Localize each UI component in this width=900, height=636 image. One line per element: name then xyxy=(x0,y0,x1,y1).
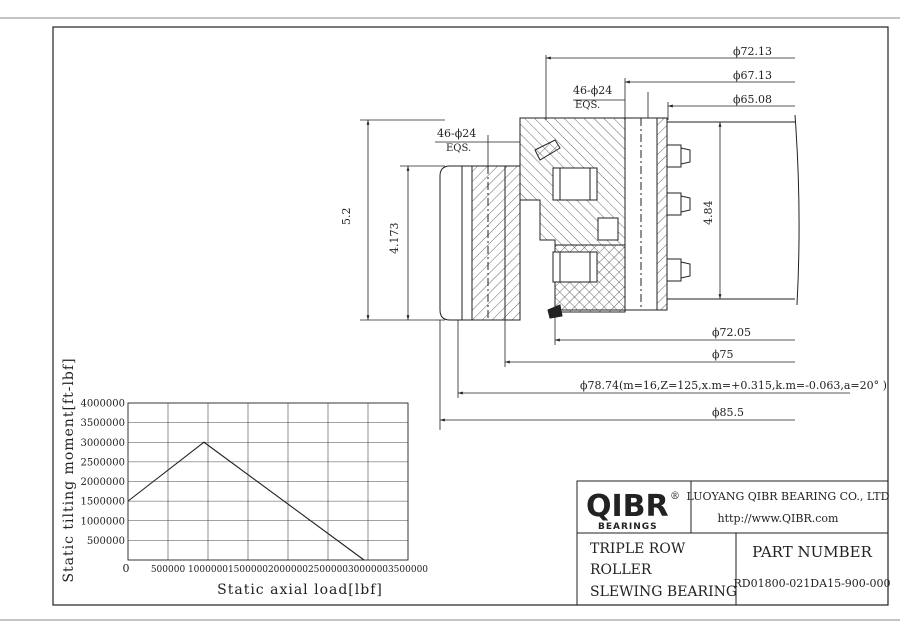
chart-x-tick-label-2: 1000000 xyxy=(188,565,228,575)
gear-spec: ϕ78.74(m=16,Z=125,x.m=+0.315,k.m=-0.063,… xyxy=(580,379,887,392)
part-number: RD01800-021DA15-900-000 xyxy=(734,577,891,590)
bolt-middle xyxy=(666,192,691,216)
load-chart: 5000001000000150000020000002500000300000… xyxy=(61,357,428,598)
chart-y-tick-label-1: 1000000 xyxy=(80,516,125,527)
dim-85-5: ϕ85.5 xyxy=(712,406,744,419)
inner-ring-hatch xyxy=(471,165,521,321)
qibr-logo-sub: BEARINGS xyxy=(598,522,658,532)
chart-grid xyxy=(128,403,408,560)
dim-72-13: ϕ72.13 xyxy=(733,45,772,58)
qibr-logo: QIBR xyxy=(586,489,669,524)
drawing-frame xyxy=(52,26,889,606)
holes-inner-eqs: EQS. xyxy=(446,143,471,154)
bolt-top xyxy=(666,144,691,168)
holes-outer-label: 46-ϕ24 xyxy=(573,84,612,97)
height-outer: 4.84 xyxy=(702,201,715,226)
chart-x-tick-label-6: 3000000 xyxy=(348,565,388,575)
chart-y-tick-label-2: 1500000 xyxy=(80,497,125,508)
dimension-lines xyxy=(360,55,850,430)
chart-x-tick-label-5: 2500000 xyxy=(308,565,348,575)
chart-y-ticks: 500000 1000000 1500000 2000000 2500000 300000… xyxy=(80,399,125,547)
holes-inner-label: 46-ϕ24 xyxy=(437,127,476,140)
radial-roller xyxy=(597,217,619,241)
chart-y-tick-label-3: 2000000 xyxy=(80,477,125,488)
chart-y-tick-label-5: 3000000 xyxy=(80,438,125,449)
bolt-bottom xyxy=(666,258,691,282)
chart-x-tick-label-0: 0 xyxy=(123,562,130,575)
chart-x-axis-label: Static axial load[lbf] xyxy=(217,582,383,598)
chart-x-tick-label-4: 2000000 xyxy=(268,565,308,575)
title-block xyxy=(576,480,889,606)
registered-mark: ® xyxy=(670,491,680,502)
chart-y-tick-label-0: 500000 xyxy=(87,536,125,547)
chart-y-tick-label-4: 2500000 xyxy=(80,457,125,468)
dim-72-05: ϕ72.05 xyxy=(712,326,751,339)
holes-outer-eqs: EQS. xyxy=(575,100,600,111)
product-line-1: TRIPLE ROW xyxy=(590,541,686,557)
company-name: LUOYANG QIBR BEARING CO., LTD xyxy=(687,490,890,503)
chart-y-tick-label-7: 4000000 xyxy=(80,399,125,410)
chart-x-tick-label-3: 1500000 xyxy=(228,565,268,575)
part-number-label: PART NUMBER xyxy=(752,543,872,561)
chart-x-tick-label-1: 500000 xyxy=(151,565,186,575)
chart-y-axis-label: Static tilting moment[ft-lbf] xyxy=(61,357,77,582)
chart-y-tick-label-6: 3500000 xyxy=(80,418,125,429)
dim-65-08: ϕ65.08 xyxy=(733,93,772,106)
chart-series-line xyxy=(127,441,365,561)
top-seal xyxy=(534,139,561,161)
dim-75: ϕ75 xyxy=(712,348,734,361)
dim-67-13: ϕ67.13 xyxy=(733,69,772,82)
product-line-2: ROLLER xyxy=(590,562,652,578)
product-line-3: SLEWING BEARING xyxy=(590,584,737,600)
chart-x-tick-label-7: 3500000 xyxy=(388,565,428,575)
bottom-seal xyxy=(547,304,563,319)
height-total: 5.2 xyxy=(340,208,353,226)
chart-plot-area xyxy=(127,402,409,561)
bearing-section xyxy=(439,114,800,321)
height-inner: 4.173 xyxy=(388,223,401,255)
company-website: http://www.QIBR.com xyxy=(718,512,840,525)
